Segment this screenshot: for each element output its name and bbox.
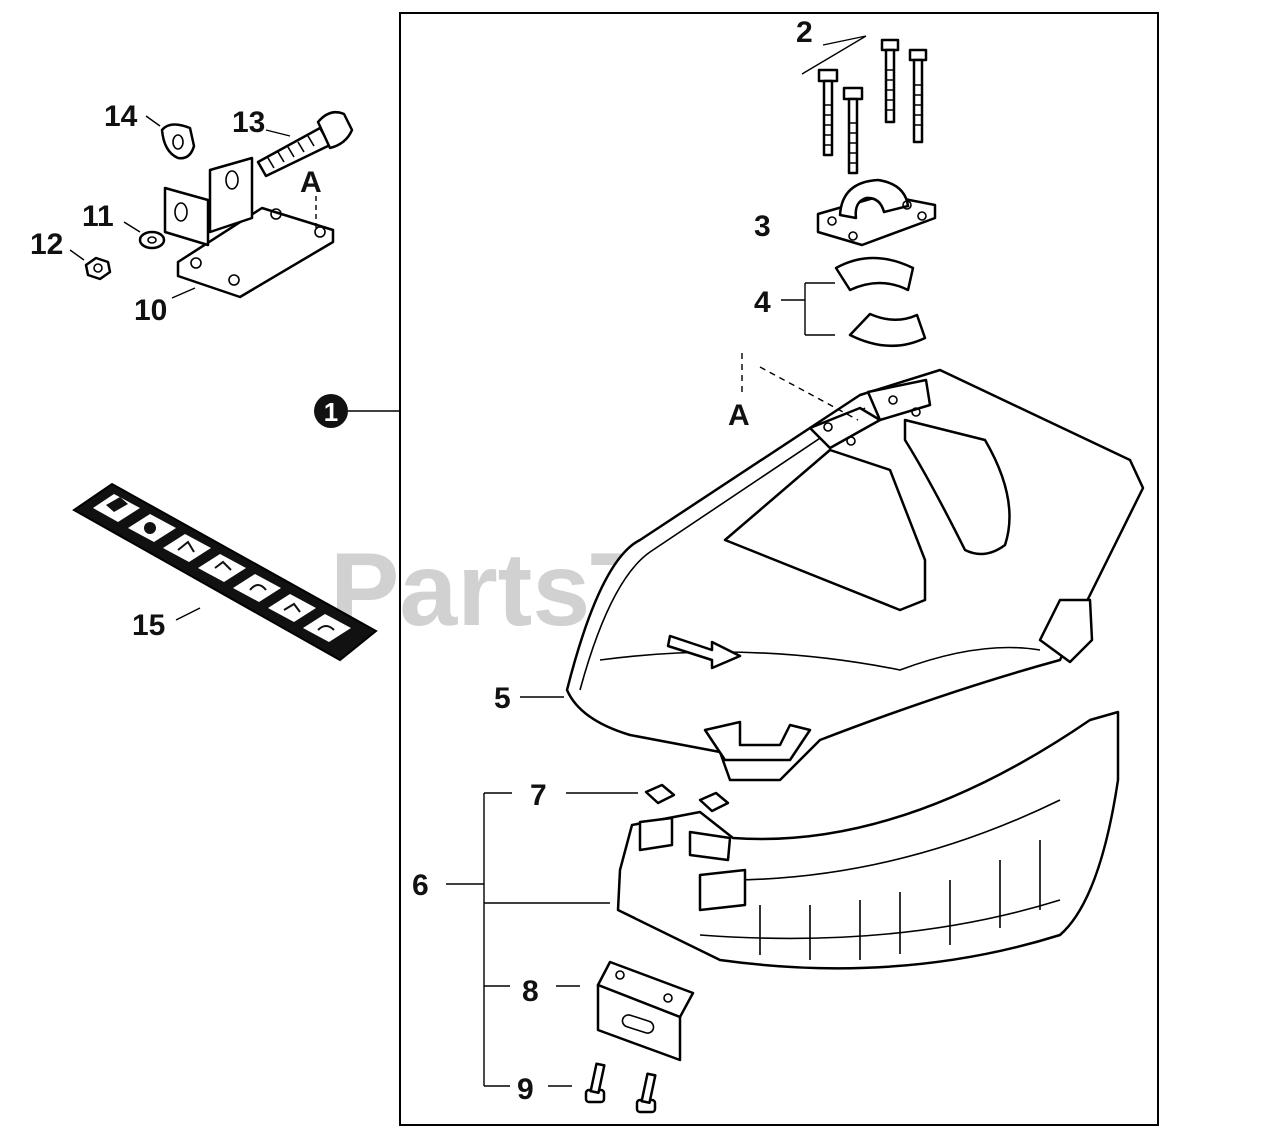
label-part-15[interactable] [72,482,378,662]
bolts-part-2[interactable] [817,38,928,175]
callout-6: 6 [412,869,429,902]
callout-9: 9 [517,1073,534,1106]
screw-part-13[interactable] [256,111,354,178]
grommet-part-14[interactable] [160,123,196,160]
guard-part-5[interactable] [565,368,1145,782]
bracket-part-10[interactable] [163,156,335,299]
nuts-part-7[interactable] [644,783,730,813]
callout-5: 5 [494,682,511,715]
callout-1-marker [314,394,348,428]
nut-part-12[interactable] [84,256,112,281]
callout-10: 10 [134,294,167,327]
callout-8: 8 [522,975,539,1008]
washer-part-11[interactable] [138,230,166,250]
extension-part-6[interactable] [616,710,1120,970]
callout-11: 11 [82,200,114,233]
callout-15: 15 [132,609,165,642]
plate-part-8[interactable] [596,960,695,1062]
callout-7: 7 [530,779,547,812]
callout-13: 13 [232,106,265,139]
clamp-part-3[interactable] [816,178,937,247]
callout-4: 4 [754,286,771,319]
callout-1: 1 [324,397,338,427]
assembly-frame [399,12,1159,1126]
reference-a-bracket: A [300,166,322,199]
reference-a-guard: A [728,399,750,432]
screws-part-9[interactable] [584,1062,657,1114]
callout-2: 2 [796,16,813,49]
callout-14: 14 [104,100,138,133]
callout-12: 12 [30,228,63,261]
sleeves-part-4[interactable] [834,256,927,348]
callout-3: 3 [754,210,771,243]
